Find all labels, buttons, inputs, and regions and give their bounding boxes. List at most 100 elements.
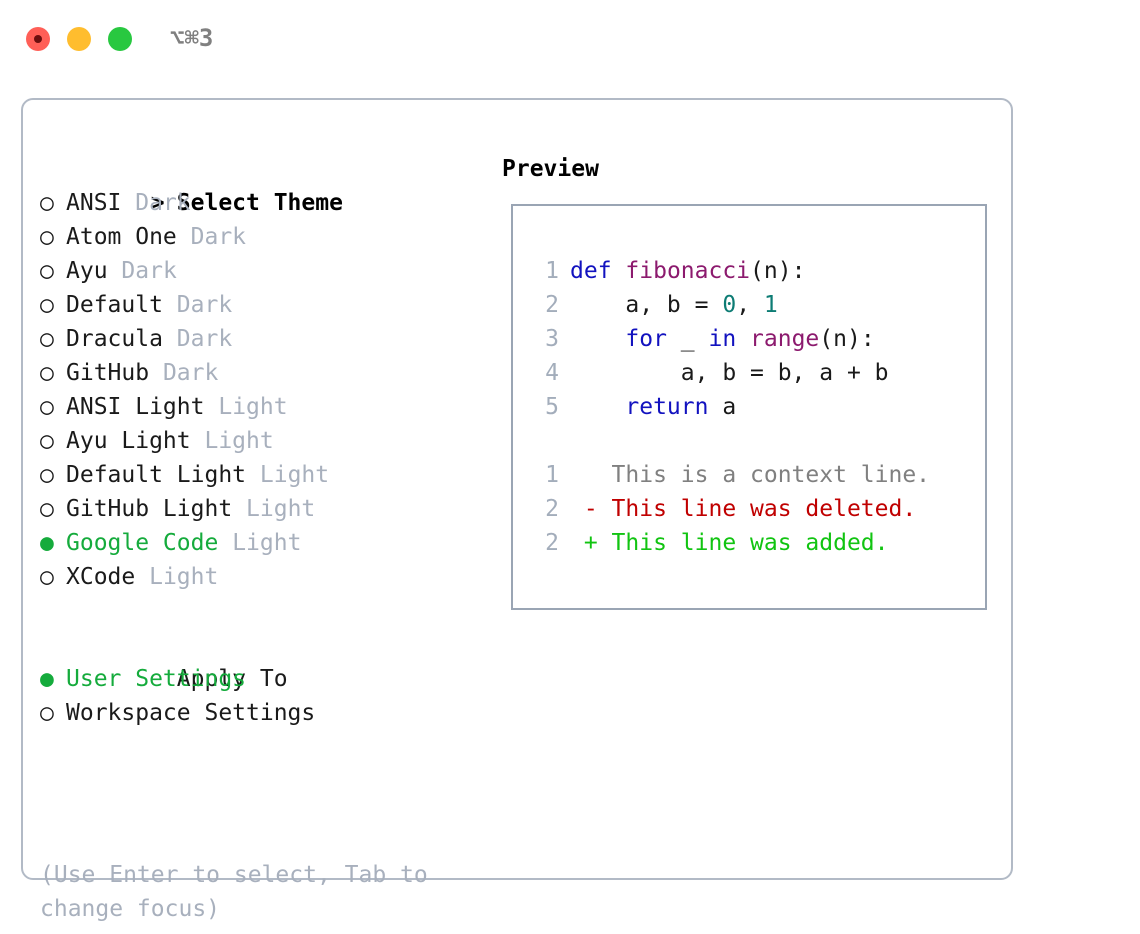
theme-item-variant-tag: Light <box>246 496 316 522</box>
diff-line-content: + This line was added. <box>570 530 889 556</box>
radio-unselected-icon: ○ <box>40 258 54 284</box>
theme-item[interactable]: ○ Dracula Dark <box>40 322 480 356</box>
code-token: 1 <box>763 292 778 318</box>
gap <box>246 462 260 488</box>
theme-item[interactable]: ● Google Code Light <box>40 526 480 560</box>
theme-item-variant-tag: Light <box>232 530 302 556</box>
code-token: (n): <box>819 326 875 352</box>
code-token: in <box>708 326 737 352</box>
theme-list: ○ANSI Dark○Atom One Dark○Ayu Dark○Defaul… <box>40 186 480 594</box>
theme-item-label: Default Light <box>66 462 247 488</box>
gap <box>121 190 135 216</box>
code-token: def <box>570 258 612 284</box>
theme-item[interactable]: ○XCode Light <box>40 560 480 594</box>
code-token <box>570 394 625 420</box>
apply-to-list: ●User Settings ○ Workspace Settings <box>40 662 480 730</box>
theme-item-label: Ayu <box>66 258 108 284</box>
code-token <box>612 258 626 284</box>
theme-item-variant-tag: Light <box>149 564 219 590</box>
maximize-window-button[interactable] <box>108 27 132 51</box>
code-token: (n): <box>750 258 806 284</box>
theme-item-variant-tag: Dark <box>176 292 233 318</box>
radio-unselected-icon: ○ <box>40 496 54 522</box>
minimize-window-button[interactable] <box>67 27 91 51</box>
code-line: 4 a, b = b, a + b <box>513 356 985 390</box>
radio-selected-icon: ● <box>40 530 54 556</box>
select-theme-header-label: Select Theme <box>176 190 343 216</box>
theme-item-label: Dracula <box>66 326 163 352</box>
diff-preview-block: 1 This is a context line.2 - This line w… <box>513 458 985 560</box>
theme-item[interactable]: ○ GitHub Light Light <box>40 492 480 526</box>
code-token: a, b = b, a + b <box>570 360 889 386</box>
gap <box>149 360 163 386</box>
code-token: a, b = <box>570 292 723 318</box>
theme-item-label: Google Code <box>66 530 219 556</box>
code-token: range <box>750 326 820 352</box>
theme-item[interactable]: ○ Ayu Light Light <box>40 424 480 458</box>
theme-item[interactable]: ○GitHub Dark <box>40 356 480 390</box>
gap <box>177 224 191 250</box>
spacer <box>40 594 480 628</box>
theme-item-variant-tag: Light <box>204 428 274 454</box>
radio-unselected-icon: ○ <box>40 224 54 250</box>
theme-item-label: GitHub <box>66 360 150 386</box>
diff-line: 1 This is a context line. <box>513 458 985 492</box>
theme-item-variant-tag: Dark <box>176 326 233 352</box>
theme-item-label: GitHub Light <box>66 496 233 522</box>
code-token <box>570 326 625 352</box>
code-line: 3 for _ in range(n): <box>513 322 985 356</box>
preview-header-label: Preview <box>502 156 599 182</box>
theme-item[interactable]: ○ANSI Dark <box>40 186 480 220</box>
gap <box>204 394 218 420</box>
theme-item[interactable]: ○Default Dark <box>40 288 480 322</box>
theme-item[interactable]: ○Default Light Light <box>40 458 480 492</box>
close-window-button[interactable] <box>26 27 50 51</box>
code-token: a <box>708 394 737 420</box>
diff-line-number: 1 <box>545 462 559 488</box>
select-theme-header: >Select Theme <box>40 152 480 216</box>
keyboard-hint-text: (Use Enter to select, Tab to change focu… <box>40 862 442 922</box>
theme-selection-column: >Select Theme ○ANSI Dark○Atom One Dark○A… <box>40 152 480 730</box>
apply-to-item-label: User Settings <box>66 666 247 692</box>
theme-item-variant-tag: Light <box>218 394 288 420</box>
apply-to-item[interactable]: ●User Settings <box>40 662 480 696</box>
gap <box>108 258 122 284</box>
gap <box>232 496 246 522</box>
radio-unselected-icon: ○ <box>40 360 54 386</box>
diff-line-content: - This line was deleted. <box>570 496 917 522</box>
theme-item-label: Ayu Light <box>66 428 191 454</box>
theme-item[interactable]: ○ Ayu Dark <box>40 254 480 288</box>
radio-unselected-icon: ○ <box>40 564 54 590</box>
code-line-content: def fibonacci(n): <box>559 258 805 284</box>
code-line-content: a, b = b, a + b <box>559 360 889 386</box>
theme-item[interactable]: ○Atom One Dark <box>40 220 480 254</box>
apply-to-header: Apply To <box>40 628 480 692</box>
diff-line: 2 + This line was added. <box>513 526 985 560</box>
theme-item-label: ANSI <box>66 190 122 216</box>
radio-unselected-icon: ○ <box>40 428 54 454</box>
theme-item-variant-tag: Dark <box>121 258 177 284</box>
apply-to-item-label: Workspace Settings <box>66 700 316 726</box>
theme-item-label: Default <box>66 292 163 318</box>
code-line-number: 3 <box>545 326 559 352</box>
gap <box>218 530 232 556</box>
theme-item[interactable]: ○ANSI Light Light <box>40 390 480 424</box>
code-token: _ <box>666 326 709 352</box>
code-token: for <box>625 326 667 352</box>
window-title-shortcut: ⌥⌘3 <box>170 24 214 52</box>
theme-item-variant-tag: Light <box>259 462 330 488</box>
radio-unselected-icon: ○ <box>40 190 54 216</box>
title-bar: ⌥⌘3 <box>0 0 1140 78</box>
code-line-number: 4 <box>545 360 559 386</box>
code-line-number: 1 <box>545 258 559 284</box>
radio-unselected-icon: ○ <box>40 326 54 352</box>
gap <box>163 292 177 318</box>
code-line-content: for _ in range(n): <box>559 326 875 352</box>
radio-unselected-icon: ○ <box>40 700 54 726</box>
apply-to-item[interactable]: ○ Workspace Settings <box>40 696 480 730</box>
radio-unselected-icon: ○ <box>40 394 54 420</box>
